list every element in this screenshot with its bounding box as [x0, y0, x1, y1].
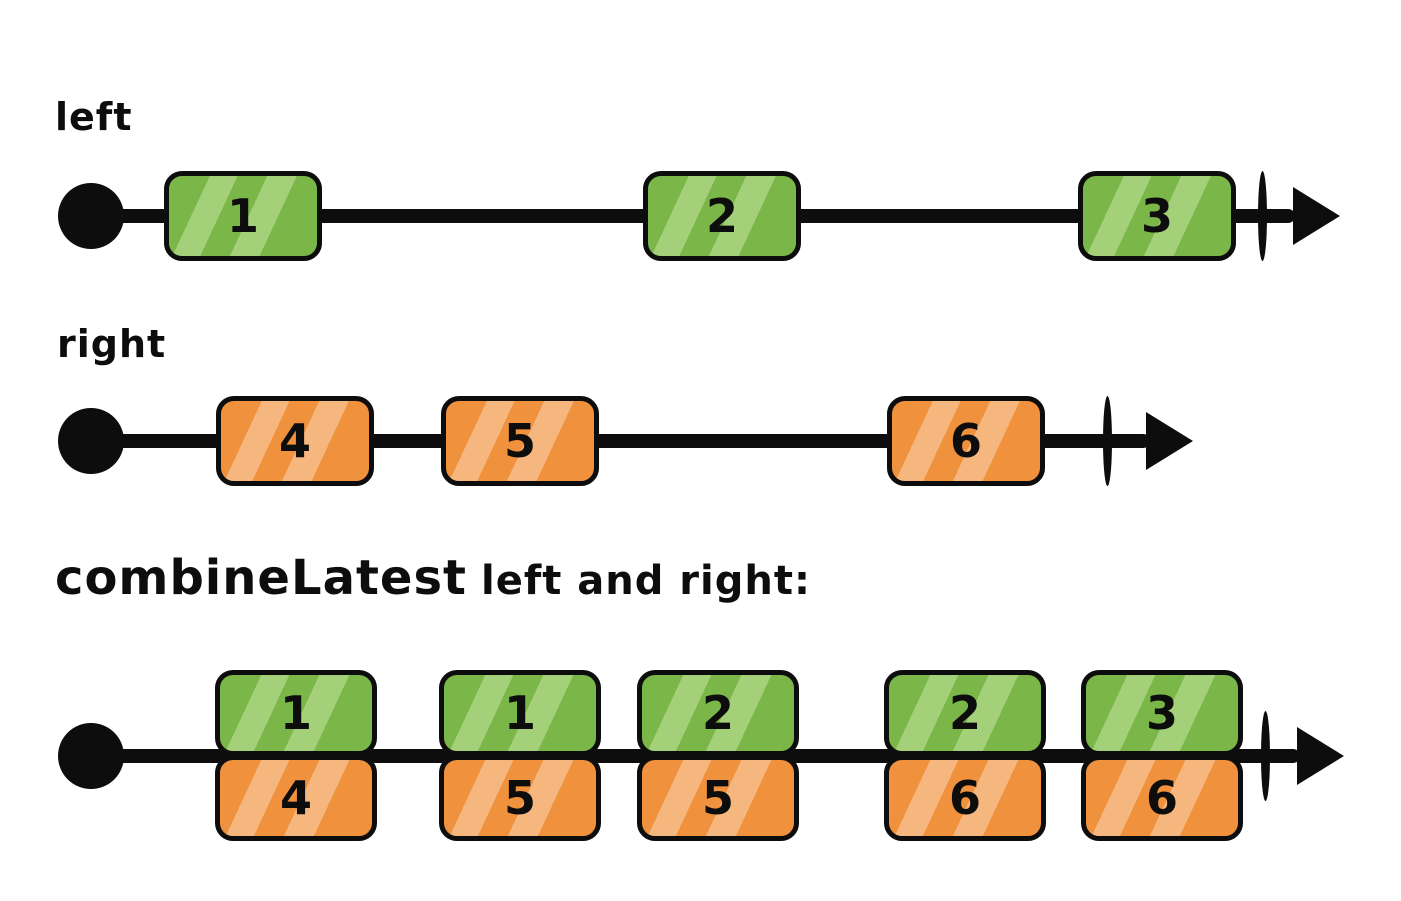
left-timeline-origin-dot: [58, 183, 124, 249]
combined-pair-3-bottom: 5: [637, 755, 799, 841]
left-marble-1: 1: [164, 171, 322, 261]
right-marble-5: 5: [441, 396, 599, 486]
combined-pair-3-top: 2: [637, 670, 799, 756]
right-timeline-tick: [1103, 396, 1112, 486]
combined-timeline-arrowhead-icon: [1297, 727, 1344, 785]
left-marble-3: 3: [1078, 171, 1236, 261]
left-timeline-arrowhead-icon: [1293, 187, 1340, 245]
combined-pair-2-top: 1: [439, 670, 601, 756]
combined-pair-4-top: 2: [884, 670, 1046, 756]
combined-pair-5-top: 3: [1081, 670, 1243, 756]
left-marble-2: 2: [643, 171, 801, 261]
left-timeline-tick: [1258, 171, 1267, 261]
combined-timeline-tick: [1261, 711, 1270, 801]
combined-pair-1-top: 1: [215, 670, 377, 756]
combined-pair-2-bottom: 5: [439, 755, 601, 841]
left-stream-label: left: [55, 95, 133, 139]
right-marble-6: 6: [887, 396, 1045, 486]
combined-timeline-origin-dot: [58, 723, 124, 789]
combine-suffix-label: left and right:: [480, 558, 811, 604]
combine-operator-label: combineLatest: [55, 550, 467, 606]
combined-pair-5-bottom: 6: [1081, 755, 1243, 841]
right-timeline-arrowhead-icon: [1146, 412, 1193, 470]
combined-pair-4-bottom: 6: [884, 755, 1046, 841]
right-marble-4: 4: [216, 396, 374, 486]
combine-caption: combineLatest left and right:: [55, 550, 811, 606]
combined-pair-1-bottom: 4: [215, 755, 377, 841]
right-stream-label: right: [57, 322, 167, 366]
right-timeline-origin-dot: [58, 408, 124, 474]
